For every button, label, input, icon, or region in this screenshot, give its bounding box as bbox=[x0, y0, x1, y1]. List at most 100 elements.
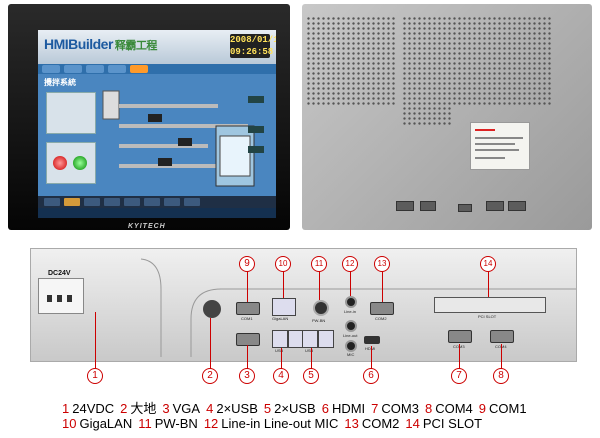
label-line bbox=[475, 143, 515, 145]
line-out-jack[interactable] bbox=[345, 320, 357, 332]
hdmi-port[interactable] bbox=[364, 336, 380, 344]
hmi-nav-button[interactable] bbox=[64, 65, 82, 73]
valve-icon bbox=[158, 158, 172, 166]
usb-port[interactable] bbox=[318, 330, 334, 348]
callout-13: 13 bbox=[374, 256, 390, 272]
hmi-button-icon bbox=[248, 146, 264, 153]
power-button[interactable] bbox=[313, 300, 329, 316]
terminal-pin bbox=[67, 295, 72, 302]
reactor-window-icon bbox=[219, 135, 251, 177]
hmi-nav-button[interactable] bbox=[108, 65, 126, 73]
callout-leader bbox=[311, 348, 312, 370]
legend-number: 2 bbox=[120, 401, 128, 416]
hmi-nav-button[interactable] bbox=[86, 65, 104, 73]
legend-label: COM4 bbox=[435, 401, 473, 416]
mic-jack[interactable] bbox=[345, 340, 357, 352]
rear-port bbox=[396, 201, 414, 211]
terminal-pin bbox=[57, 295, 62, 302]
vga-port[interactable] bbox=[236, 333, 260, 346]
legend-label: 2×USB bbox=[216, 401, 258, 416]
hmi-nav-button-active[interactable] bbox=[130, 65, 148, 73]
green-lamp-icon bbox=[73, 156, 87, 170]
legend-label: COM1 bbox=[488, 401, 527, 416]
io-panel-outline bbox=[140, 258, 576, 357]
rear-port bbox=[420, 201, 436, 211]
product-label-sticker bbox=[470, 122, 530, 170]
legend-label: PW-BN bbox=[154, 416, 198, 431]
hdmi-label: HDMI bbox=[365, 346, 375, 351]
hmi-tab[interactable] bbox=[84, 198, 100, 206]
hmi-tab[interactable] bbox=[144, 198, 160, 206]
callout-leader bbox=[247, 270, 248, 302]
legend-number: 9 bbox=[478, 401, 486, 416]
com1-port-label: COM1 bbox=[241, 316, 253, 321]
usb-port[interactable] bbox=[272, 330, 288, 348]
legend-number: 1 bbox=[62, 401, 70, 416]
clock-time: 09:26:58 bbox=[230, 47, 274, 57]
callout-leader bbox=[382, 270, 383, 302]
legend-number: 14 bbox=[405, 416, 420, 431]
callout-6: 6 bbox=[363, 368, 379, 384]
com3-port[interactable] bbox=[448, 330, 472, 343]
pci-slot[interactable] bbox=[434, 297, 546, 313]
hmi-tab[interactable] bbox=[124, 198, 140, 206]
callout-7: 7 bbox=[451, 368, 467, 384]
legend-number: 12 bbox=[203, 416, 219, 431]
hmi-nav-button[interactable] bbox=[42, 65, 60, 73]
hmi-button-icon bbox=[248, 96, 264, 103]
hmi-screen-title: 攪拌系統 bbox=[44, 78, 76, 87]
pwbn-label: PW-BN bbox=[312, 318, 326, 323]
callout-leader bbox=[350, 270, 351, 296]
label-line bbox=[475, 137, 523, 139]
callout-12: 12 bbox=[342, 256, 358, 272]
gigalan-port[interactable] bbox=[272, 298, 296, 316]
hmi-tab[interactable] bbox=[44, 198, 60, 206]
hmi-navbar bbox=[38, 64, 276, 74]
rear-port bbox=[508, 201, 526, 211]
label-line bbox=[475, 149, 519, 151]
hmi-tab[interactable] bbox=[164, 198, 180, 206]
legend-label: COM2 bbox=[361, 416, 400, 431]
label-line bbox=[475, 157, 505, 159]
usb-port[interactable] bbox=[302, 330, 318, 348]
legend-label: 大地 bbox=[130, 401, 157, 416]
callout-leader bbox=[283, 270, 284, 298]
callout-leader bbox=[95, 312, 96, 370]
hmi-tab-active[interactable] bbox=[64, 198, 80, 206]
dc-power-terminal[interactable] bbox=[38, 278, 84, 314]
hmi-status-bar bbox=[38, 208, 276, 218]
callout-leader bbox=[210, 318, 211, 370]
vent-grille bbox=[452, 16, 552, 106]
callout-leader bbox=[501, 344, 502, 370]
valve-icon bbox=[148, 114, 162, 122]
ground-terminal[interactable] bbox=[203, 300, 221, 318]
callout-1: 1 bbox=[87, 368, 103, 384]
legend-number: 10 bbox=[62, 416, 77, 431]
valve-icon bbox=[178, 138, 192, 146]
legend-label: 2×USB bbox=[274, 401, 316, 416]
com2-port[interactable] bbox=[370, 302, 394, 315]
line-in-jack[interactable] bbox=[345, 296, 357, 308]
callout-leader bbox=[319, 270, 320, 300]
usb-label: USB bbox=[275, 348, 284, 353]
hmi-tab[interactable] bbox=[184, 198, 200, 206]
back-panel-photo bbox=[302, 4, 592, 230]
legend-number: 3 bbox=[162, 401, 170, 416]
hmi-tab[interactable] bbox=[104, 198, 120, 206]
callout-4: 4 bbox=[273, 368, 289, 384]
callout-9: 9 bbox=[239, 256, 255, 272]
callout-10: 10 bbox=[275, 256, 291, 272]
rear-port bbox=[458, 204, 472, 212]
com4-port[interactable] bbox=[490, 330, 514, 343]
hmi-button-icon bbox=[248, 126, 264, 133]
dc-input-label: DC24V bbox=[48, 270, 71, 277]
rear-port bbox=[486, 201, 504, 211]
com1-port[interactable] bbox=[236, 302, 260, 315]
legend-number: 5 bbox=[263, 401, 272, 416]
hmi-lamp-panel bbox=[46, 142, 96, 184]
hmi-logo-cn: 释霸工程 bbox=[114, 40, 158, 52]
